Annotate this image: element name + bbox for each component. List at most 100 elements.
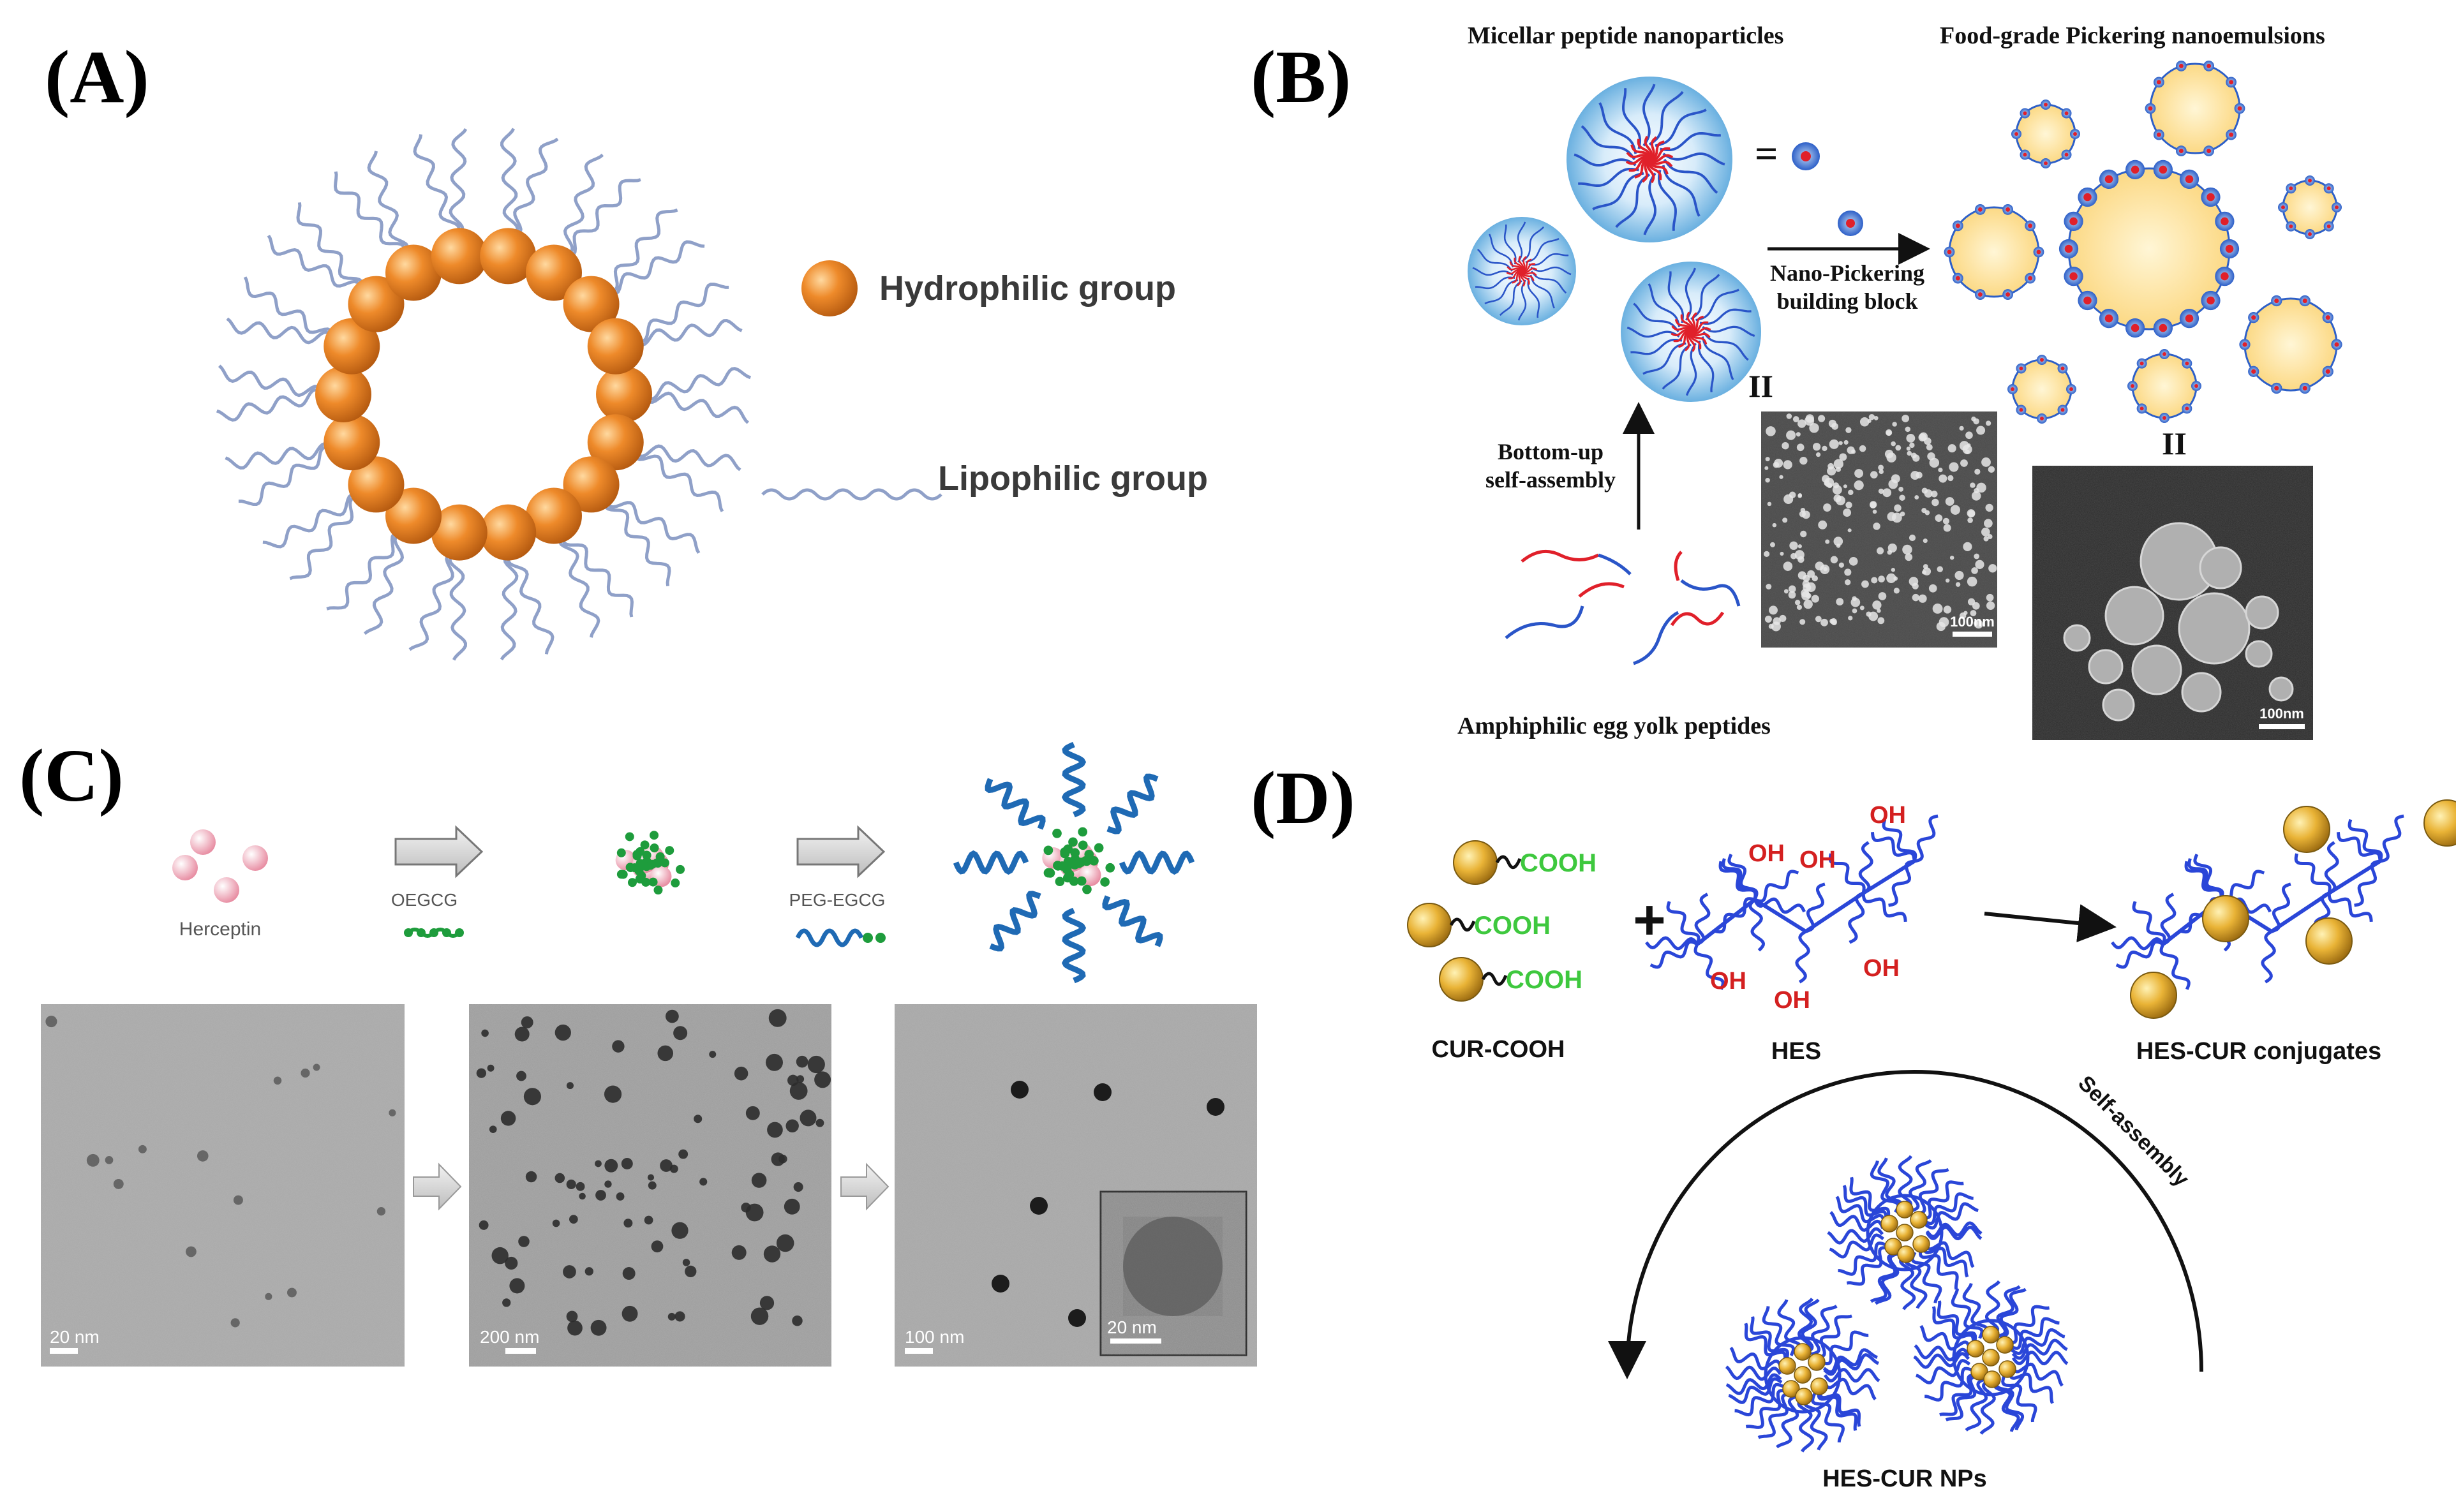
self-assembly-curved-arrow	[1608, 1070, 2203, 1379]
nanoparticle-dot	[1788, 585, 1796, 593]
particle-dot	[814, 1071, 831, 1088]
scale-bar-label: 100 nm	[905, 1327, 964, 1347]
tem-image-complex: 200 nm	[469, 1004, 831, 1367]
emulsion-droplets	[1944, 61, 2342, 424]
nanoparticle-dot	[1942, 517, 1950, 524]
nanoparticle-dot	[1799, 510, 1806, 517]
building-block-dot-arrow	[1838, 211, 1863, 236]
scale-bar-label: 20 nm	[50, 1327, 100, 1347]
nanoparticle-dot	[1786, 413, 1792, 419]
hes-branch	[1861, 893, 1907, 923]
lipophilic-tail	[333, 171, 406, 256]
nanoparticle-dot	[1907, 450, 1912, 456]
curcumin-ball	[2130, 972, 2177, 1019]
nanoparticle-dot	[1868, 414, 1875, 420]
linker	[1449, 917, 1476, 932]
particle-dot	[566, 1082, 574, 1090]
egcg-unit	[637, 859, 647, 869]
emulsion-droplet-tem	[2063, 624, 2091, 652]
egcg-unit	[1070, 848, 1080, 858]
nanoparticle-dot	[1943, 605, 1952, 614]
curcumin-core	[1794, 1343, 1812, 1361]
emulsion-droplet-tem	[2088, 649, 2124, 685]
nanoparticle-dot	[1900, 511, 1905, 517]
parallel-mark-left: II	[1748, 368, 1773, 404]
particle-dot	[793, 1182, 803, 1192]
nanoparticle-dot	[1959, 612, 1967, 619]
nanoparticle-dot	[1780, 551, 1784, 556]
lipophilic-tail	[558, 531, 600, 638]
nanoparticle-dot	[1902, 544, 1912, 555]
hes-branch	[2184, 861, 2223, 900]
nanoparticle-dot	[1886, 452, 1896, 463]
nanoparticle-dot	[1962, 444, 1972, 454]
lipophilic-tail	[243, 276, 336, 340]
hydrophilic-ball-icon	[801, 260, 858, 316]
nanoparticle-dot	[1803, 574, 1810, 582]
nanoparticle-dot	[1988, 466, 1995, 473]
nanoparticle-dot	[1954, 570, 1964, 581]
hes-branch	[1748, 898, 1766, 952]
particle-dot	[138, 1145, 147, 1153]
nanoparticle-dot	[1852, 608, 1857, 614]
curcumin-ball	[2202, 895, 2249, 942]
particle-dot	[186, 1246, 197, 1257]
egcg-unit	[1105, 863, 1115, 873]
lipophilic-tail	[238, 445, 334, 506]
particle-dot	[376, 1207, 386, 1216]
lipophilic-tail	[289, 495, 362, 581]
nanoparticle-dot	[1828, 419, 1836, 427]
hes-branch	[1805, 882, 1826, 933]
hes-branch	[2379, 814, 2404, 863]
peg-chain	[953, 850, 1029, 875]
nanoparticle-dot	[1987, 534, 1993, 540]
lipophilic-tail	[326, 530, 405, 611]
pickering-droplet	[2239, 295, 2342, 394]
particle-dot	[784, 1198, 800, 1215]
particle-dot	[479, 1220, 489, 1230]
particle-dot	[667, 1312, 676, 1321]
hes-branch	[2159, 943, 2191, 990]
nanoparticle-dot	[1833, 459, 1843, 469]
hydrophilic-head	[563, 276, 620, 332]
peg-chain	[1102, 895, 1163, 947]
particle-dot	[505, 1256, 518, 1270]
nanoparticle-dot	[1918, 594, 1927, 603]
nanoparticle-dot	[1971, 567, 1978, 574]
hes-branch	[1714, 897, 1755, 934]
particle-dot	[500, 1111, 516, 1126]
hes-cur-nanoparticle	[1827, 1155, 1983, 1310]
nanoparticle-dot	[1811, 595, 1819, 603]
particle-dot	[518, 1236, 530, 1247]
nanoparticle-dot	[1970, 610, 1977, 616]
particle-dot	[516, 1071, 526, 1081]
lipophilic-tail	[449, 128, 468, 239]
hes-branch	[1666, 901, 1701, 945]
nanoparticle-dot	[1788, 591, 1796, 599]
nanoparticle-dot	[1809, 423, 1819, 433]
particle-dot	[233, 1195, 243, 1205]
hes-branch	[2348, 819, 2383, 862]
nanoparticle-dot	[1832, 485, 1842, 495]
curcumin-core	[1983, 1370, 2001, 1388]
egcg-unit	[1078, 840, 1088, 850]
nanoparticle-dot	[1886, 573, 1896, 584]
scale-bar	[50, 1348, 78, 1354]
cooh-label: COOH	[1506, 966, 1582, 994]
nanoparticle-dot	[1870, 501, 1877, 508]
nanoparticle-dot	[1877, 609, 1881, 613]
egcg-unit	[1052, 828, 1062, 838]
nanoparticle-dot	[1974, 619, 1983, 629]
nanoparticle-dot	[1765, 457, 1770, 462]
nanoparticle-dot	[1830, 556, 1838, 564]
hes-branch	[1828, 853, 1866, 894]
nanoparticle-dot	[1974, 553, 1980, 560]
nanoparticle-dot	[1891, 441, 1896, 447]
nanoparticle-dot	[1850, 597, 1861, 607]
particle-dot	[644, 1215, 653, 1225]
particle-dot	[682, 1259, 690, 1266]
nps-label: HES-CUR NPs	[1822, 1465, 1987, 1492]
nanoparticle-dot	[1796, 443, 1805, 452]
nanoparticle-dot	[1807, 570, 1815, 578]
